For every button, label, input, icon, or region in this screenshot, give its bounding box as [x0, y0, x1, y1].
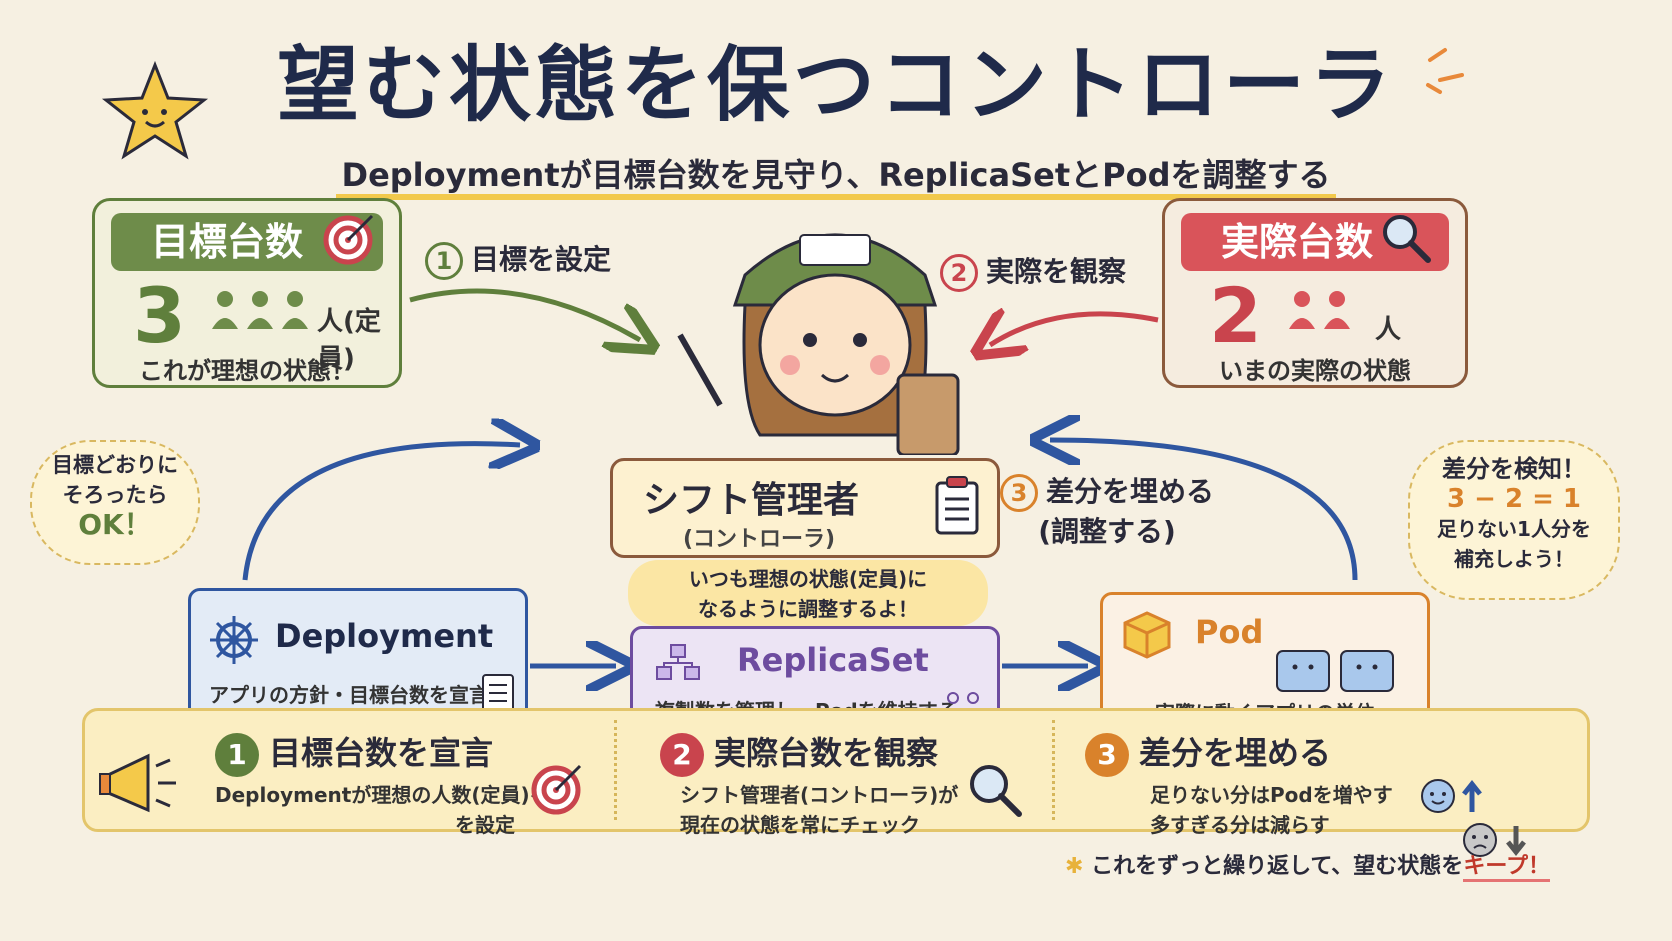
page-title: 望む状態を保つコントローラ — [276, 38, 1395, 133]
actual-caption: いまの実際の状態 — [1219, 357, 1411, 385]
page-subtitle: Deploymentが目標台数を見守り、ReplicaSetとPodを調整する — [0, 150, 1672, 200]
summary-divider — [1052, 720, 1055, 820]
controller-box: シフト管理者 (コントローラ) — [610, 458, 1000, 558]
step-three-subtext: (調整する) — [1038, 515, 1176, 548]
controller-title: シフト管理者 — [643, 480, 860, 521]
summary-col3-number: 3 — [1085, 733, 1129, 777]
summary-panel — [82, 708, 1590, 832]
footer-note: ✱ これをずっと繰り返して、望む状態をキープ！ — [990, 848, 1550, 882]
summary-col2-desc-line1: シフト管理者(コントローラ)が — [680, 783, 959, 807]
deployment-box: Deployment アプリの方針・目標台数を宣言する — [188, 588, 528, 736]
arrow-pod-loop — [1050, 440, 1358, 581]
left-bubble-line-3: OK！ — [78, 508, 152, 541]
step-three-number: 3 — [1000, 474, 1038, 512]
controller-character — [677, 233, 960, 455]
increase-face-icon — [1421, 779, 1482, 813]
document-icon — [482, 674, 514, 714]
pod-title: Pod — [1195, 613, 1264, 651]
summary-col1-desc-line2: を設定 — [455, 813, 515, 837]
right-bubble-line-2: 3 − 2 = 1 — [1446, 484, 1582, 514]
decrease-face-icon — [1463, 823, 1526, 857]
summary-col3-title-text: 差分を埋める — [1139, 734, 1332, 772]
target-unit: 人(定員) — [317, 307, 381, 374]
controller-speech: いつも理想の状態(定員)に なるように調整するよ！ — [628, 560, 988, 626]
summary-col3-desc-line2: 多すぎる分は減らす — [1150, 813, 1330, 837]
summary-divider — [614, 720, 617, 820]
speech-line-1: いつも理想の状態(定員)に — [688, 567, 928, 591]
right-bubble-line-1: 差分を検知！ — [1442, 455, 1586, 483]
subtitle-text: Deploymentが目標台数を見守り、ReplicaSetとPodを調整する — [335, 156, 1337, 200]
people-icon — [212, 291, 308, 329]
summary-col3-desc: 足りない分はPodを増やす 多すぎる分は減らす — [1150, 780, 1393, 840]
clipboard-icon — [935, 476, 979, 535]
footer-text: これをずっと繰り返して、望む状態を — [1091, 854, 1464, 879]
lightbulb-icon: ✱ — [1064, 854, 1092, 879]
right-bubble-line-4: 補充しよう！ — [1454, 547, 1574, 571]
target-icon — [531, 764, 582, 815]
summary-col1-title: 1 目標台数を宣言 — [215, 728, 493, 777]
target-caption: これが理想の状態！ — [139, 357, 355, 385]
summary-col2-title: 2 実際台数を観察 — [660, 728, 938, 777]
left-speech-bubble: 目標どおりに そろったら OK！ — [30, 440, 200, 565]
summary-col1-desc-line1: Deploymentが理想の人数(定員)を — [215, 783, 550, 807]
replicaset-icon — [656, 644, 700, 680]
actual-card: 実際台数 2 人 いまの実際の状態 — [1162, 198, 1468, 388]
step-one-text: 目標を設定 — [471, 243, 612, 276]
step-one-number: 1 — [425, 242, 463, 280]
actual-number: 2 — [1209, 271, 1262, 360]
step-two-number: 2 — [940, 254, 978, 292]
megaphone-icon — [99, 753, 176, 813]
right-speech-bubble: 差分を検知！ 3 − 2 = 1 足りない1人分を 補充しよう！ — [1408, 440, 1620, 600]
magnifier-icon — [1383, 215, 1431, 263]
left-bubble-line-1: 目標どおりに — [52, 453, 178, 477]
summary-col3-desc-line1: 足りない分はPodを増やす — [1150, 783, 1393, 807]
sparkle-icon — [1426, 48, 1464, 94]
target-icon — [323, 214, 374, 265]
pod-cubes-icon — [1276, 650, 1394, 692]
summary-col2-title-text: 実際台数を観察 — [714, 734, 939, 772]
left-bubble-line-2: そろったら — [62, 483, 168, 507]
deployment-title: Deployment — [275, 617, 494, 655]
summary-col1-number: 1 — [215, 733, 259, 777]
actual-card-heading: 実際台数 — [1181, 213, 1449, 271]
helm-wheel-icon — [210, 616, 258, 664]
summary-col1-desc: Deploymentが理想の人数(定員)を を設定 — [215, 780, 550, 840]
target-number: 3 — [133, 271, 186, 360]
replicaset-title: ReplicaSet — [737, 641, 929, 679]
controller-subtitle: (コントローラ) — [683, 527, 836, 552]
step-two-text: 実際を観察 — [986, 255, 1127, 288]
summary-col1-title-text: 目標台数を宣言 — [269, 734, 494, 772]
arrow-deployment-loop — [242, 444, 520, 581]
step-three-text: 差分を埋める — [1046, 475, 1215, 508]
footer-emphasis: キープ！ — [1463, 854, 1550, 882]
cube-icon — [1123, 611, 1171, 659]
summary-col3-title: 3 差分を埋める — [1085, 728, 1331, 777]
right-bubble-line-3: 足りない1人分を — [1437, 517, 1591, 541]
summary-col2-number: 2 — [660, 733, 704, 777]
actual-unit: 人 — [1375, 315, 1402, 345]
arrow-actual-to-controller — [990, 314, 1159, 345]
summary-col2-desc-line2: 現在の状態を常にチェック — [680, 813, 920, 837]
magnifier-icon — [970, 765, 1022, 817]
speech-line-2: なるように調整するよ！ — [698, 597, 918, 621]
summary-col2-desc: シフト管理者(コントローラ)が 現在の状態を常にチェック — [680, 780, 958, 840]
arrow-target-to-controller — [409, 288, 640, 340]
people-icon — [1289, 291, 1350, 329]
star-icon — [101, 60, 209, 160]
